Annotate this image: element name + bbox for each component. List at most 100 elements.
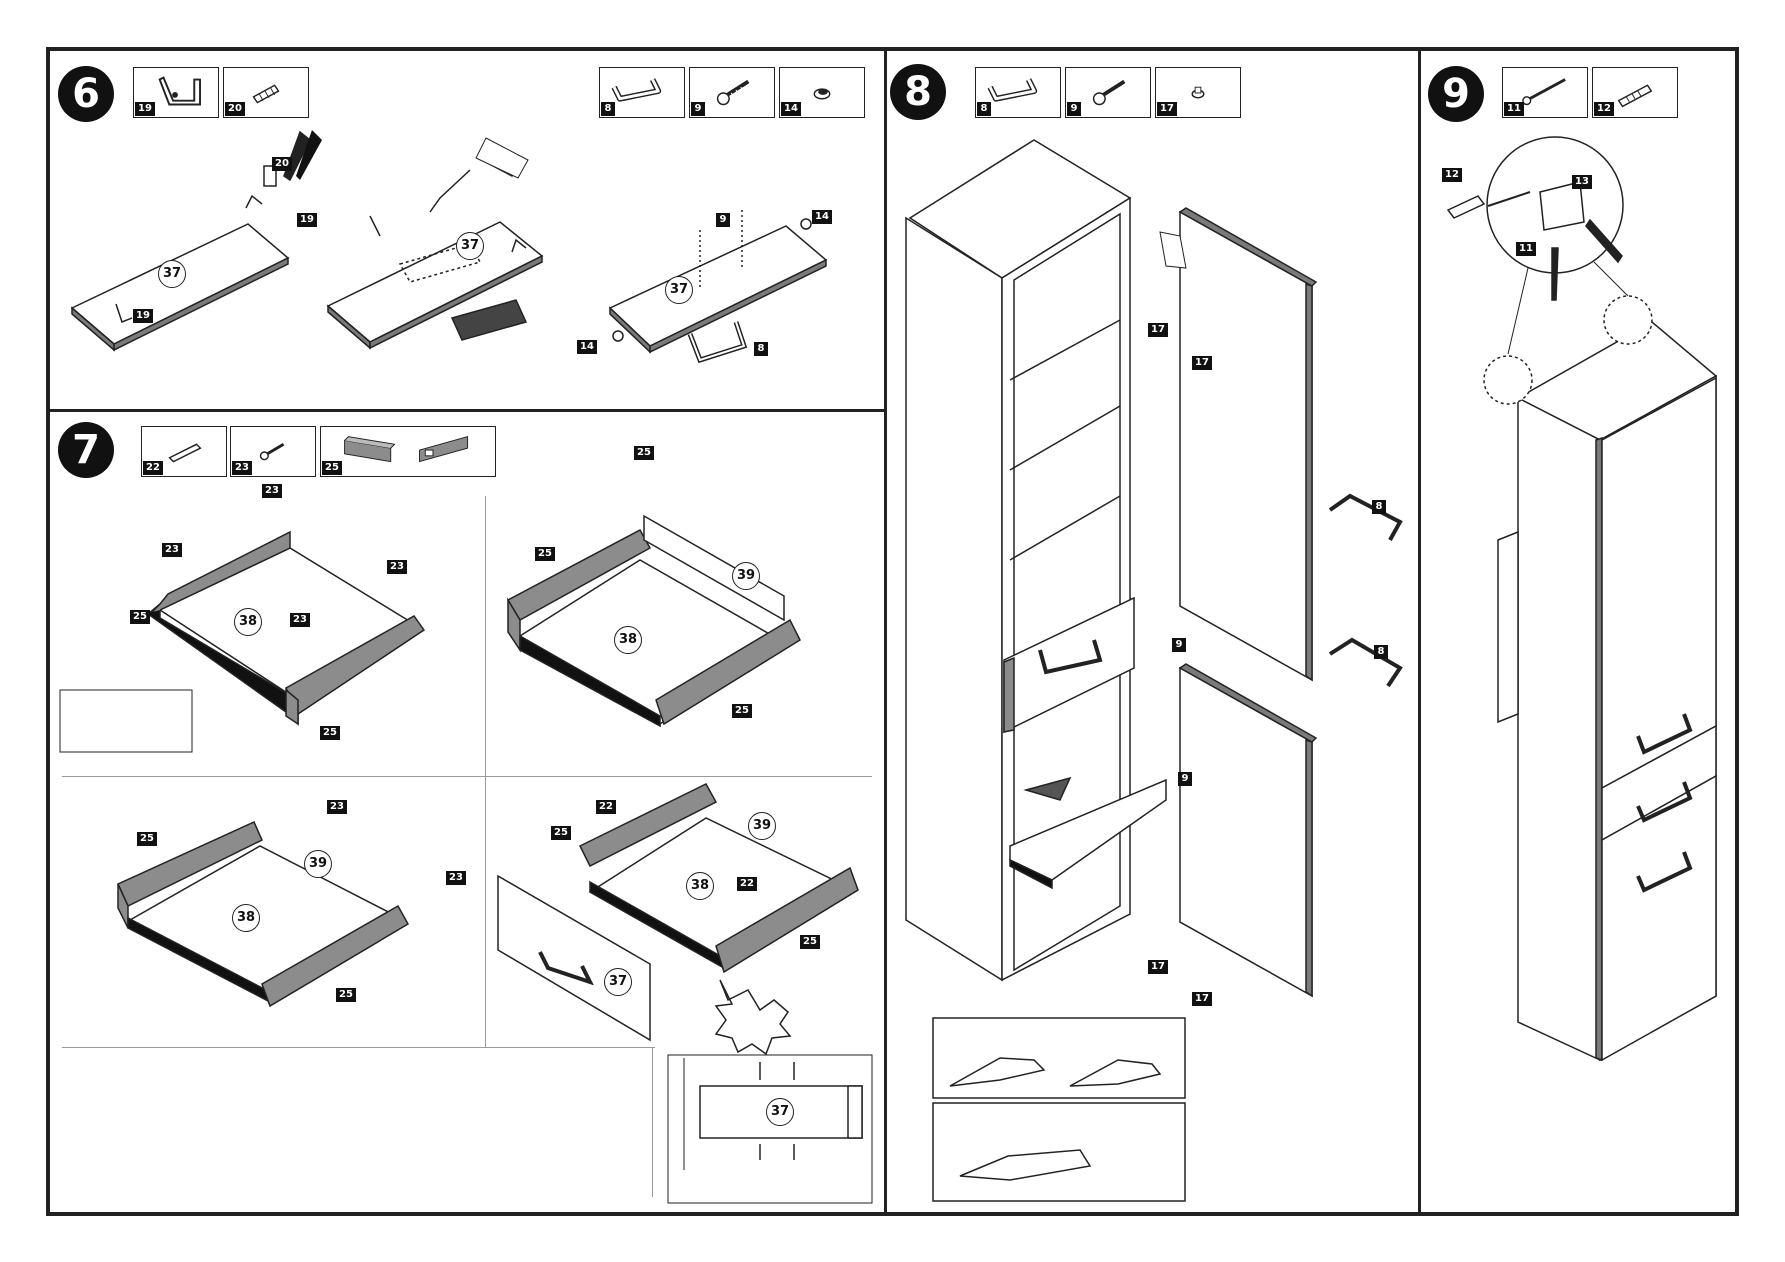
label-37: 37 bbox=[665, 276, 693, 304]
part-box-11: 11 bbox=[1502, 67, 1588, 118]
part-number: 8 bbox=[977, 102, 991, 116]
drawer-slide-icon bbox=[344, 435, 469, 463]
label-37: 37 bbox=[158, 260, 186, 288]
drawer-assembly-d bbox=[497, 783, 859, 1056]
part-number: 19 bbox=[135, 102, 155, 116]
label-25: 25 bbox=[551, 826, 571, 840]
divider-7-row2 bbox=[62, 1047, 486, 1048]
label-14: 14 bbox=[577, 340, 597, 354]
panel-37-detail bbox=[667, 1054, 873, 1204]
label-17: 17 bbox=[1148, 323, 1168, 337]
dowel-icon bbox=[168, 443, 202, 463]
label-23: 23 bbox=[446, 871, 466, 885]
drawer-assembly-a bbox=[59, 530, 426, 753]
part-box-12: 12 bbox=[1592, 67, 1678, 118]
label-25: 25 bbox=[336, 988, 356, 1002]
divider-col1 bbox=[884, 47, 887, 1216]
label-11: 11 bbox=[1516, 242, 1536, 256]
tall-cabinet-9 bbox=[1446, 136, 1718, 1062]
hinge-icon bbox=[1159, 231, 1187, 269]
part-box-23: 23 bbox=[230, 426, 316, 477]
drawer-assembly-b bbox=[506, 514, 801, 728]
label-25: 25 bbox=[732, 704, 752, 718]
label-25: 25 bbox=[137, 832, 157, 846]
step-number-8: 8 bbox=[890, 64, 946, 120]
label-19: 19 bbox=[297, 213, 317, 227]
label-22: 22 bbox=[737, 877, 757, 891]
label-38: 38 bbox=[614, 626, 642, 654]
label-8: 8 bbox=[1372, 500, 1386, 514]
divider-7-row2b bbox=[485, 1047, 655, 1048]
part-number: 25 bbox=[322, 461, 342, 475]
screw-icon bbox=[1092, 79, 1126, 106]
label-9: 9 bbox=[1172, 638, 1186, 652]
panel-37-c bbox=[608, 210, 828, 364]
label-37: 37 bbox=[456, 232, 484, 260]
bracket-icon bbox=[158, 76, 201, 106]
part-box-22: 22 bbox=[141, 426, 227, 477]
label-17: 17 bbox=[1148, 960, 1168, 974]
label-25: 25 bbox=[320, 726, 340, 740]
part-box-17: 17 bbox=[1155, 67, 1241, 118]
part-number: 20 bbox=[225, 102, 245, 116]
step-number-7: 7 bbox=[58, 422, 114, 478]
label-37: 37 bbox=[604, 968, 632, 996]
label-22: 22 bbox=[596, 800, 616, 814]
part-number: 22 bbox=[143, 461, 163, 475]
screw-icon bbox=[1522, 78, 1566, 106]
label-25: 25 bbox=[800, 935, 820, 949]
part-number: 12 bbox=[1594, 102, 1614, 116]
part-number: 17 bbox=[1157, 102, 1177, 116]
label-23: 23 bbox=[162, 543, 182, 557]
step-number-9: 9 bbox=[1428, 66, 1484, 122]
label-38: 38 bbox=[686, 872, 714, 900]
label-19: 19 bbox=[133, 309, 153, 323]
tall-cabinet-8 bbox=[905, 139, 1403, 1202]
part-box-19: 19 bbox=[133, 67, 219, 118]
label-38: 38 bbox=[234, 608, 262, 636]
panel-37-b bbox=[326, 145, 544, 350]
step-number-6: 6 bbox=[58, 66, 114, 122]
divider-row1 bbox=[46, 409, 886, 412]
part-number: 14 bbox=[781, 102, 801, 116]
label-23: 23 bbox=[387, 560, 407, 574]
part-box-25: 25 bbox=[320, 426, 496, 477]
part-number: 11 bbox=[1504, 102, 1524, 116]
label-13: 13 bbox=[1572, 175, 1592, 189]
label-14: 14 bbox=[812, 210, 832, 224]
wall-plug-icon bbox=[1617, 84, 1653, 108]
part-box-9: 9 bbox=[1065, 67, 1151, 118]
label-9: 9 bbox=[1178, 772, 1192, 786]
part-box-8: 8 bbox=[975, 67, 1061, 118]
label-23: 23 bbox=[290, 613, 310, 627]
label-38: 38 bbox=[232, 904, 260, 932]
label-8: 8 bbox=[754, 342, 768, 356]
label-25: 25 bbox=[130, 610, 150, 624]
part-box-14: 14 bbox=[779, 67, 865, 118]
divider-col2 bbox=[1418, 47, 1421, 1216]
label-25: 25 bbox=[634, 446, 654, 460]
part-number: 9 bbox=[691, 102, 705, 116]
label-12: 12 bbox=[1442, 168, 1462, 182]
label-8: 8 bbox=[1374, 645, 1388, 659]
dowel-icon bbox=[252, 84, 280, 104]
label-23: 23 bbox=[327, 800, 347, 814]
part-box-8: 8 bbox=[599, 67, 685, 118]
handle-icon bbox=[611, 78, 662, 102]
cap-icon bbox=[1191, 86, 1205, 99]
divider-7-row1 bbox=[62, 776, 872, 777]
part-box-9: 9 bbox=[689, 67, 775, 118]
part-number: 23 bbox=[232, 461, 252, 475]
label-9: 9 bbox=[716, 213, 730, 227]
label-20: 20 bbox=[272, 157, 292, 171]
drawer-assembly-c bbox=[117, 821, 410, 1008]
part-number: 9 bbox=[1067, 102, 1081, 116]
divider-7-mid bbox=[485, 496, 486, 1048]
label-39: 39 bbox=[748, 812, 776, 840]
label-17: 17 bbox=[1192, 356, 1212, 370]
page-frame bbox=[46, 47, 1739, 1216]
drill-icon bbox=[475, 137, 529, 179]
part-number: 8 bbox=[601, 102, 615, 116]
